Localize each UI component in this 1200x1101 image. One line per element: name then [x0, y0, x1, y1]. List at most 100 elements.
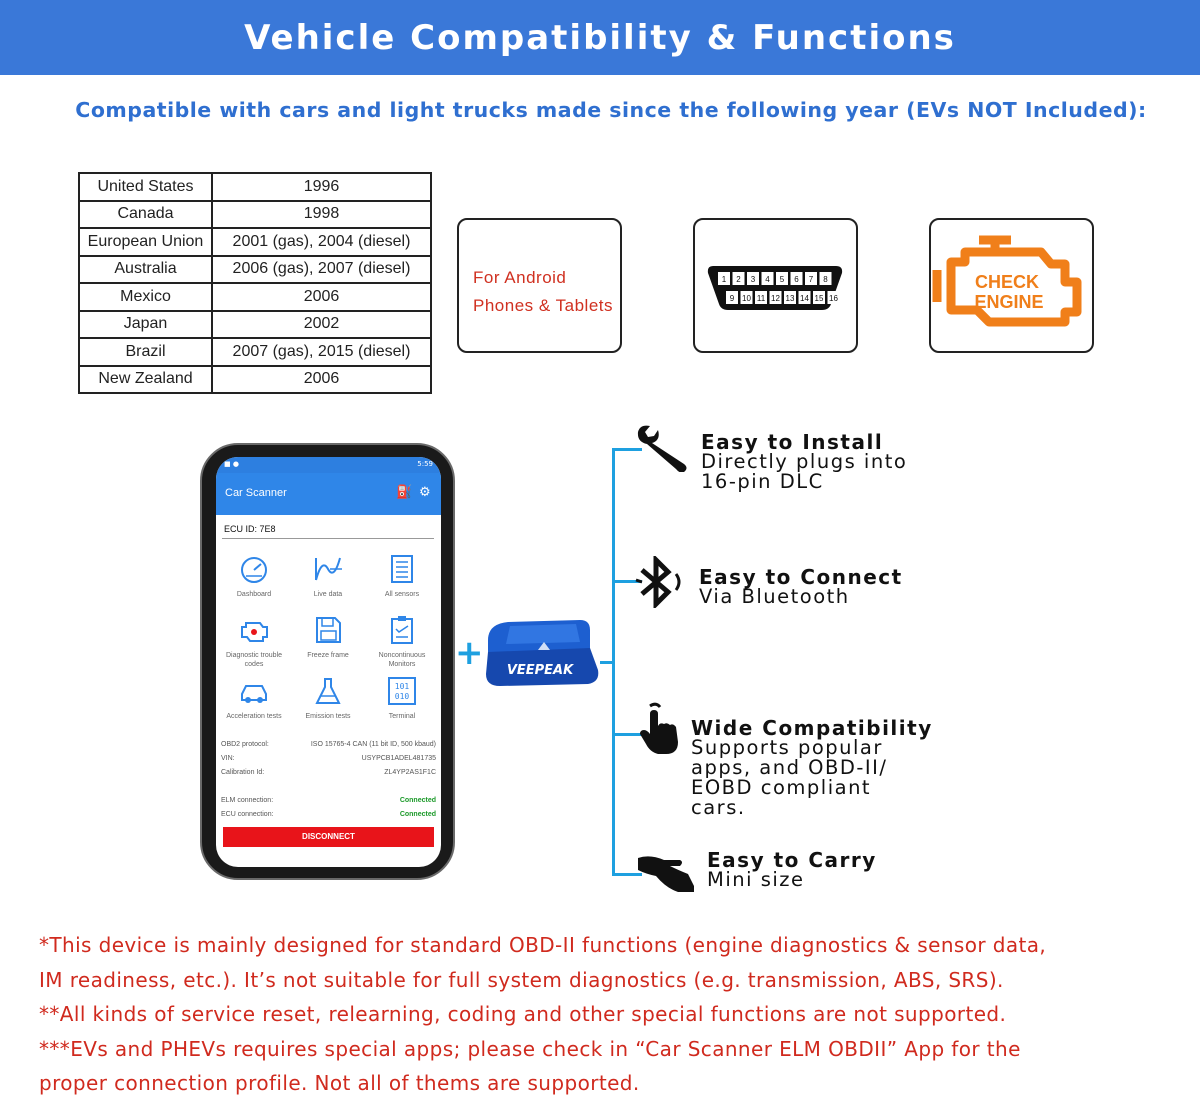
feature-desc: apps, and OBD-II/	[691, 756, 888, 779]
feature-title: Wide Compatibility	[691, 716, 933, 740]
obd-pin-number: 2	[736, 275, 741, 284]
hand-tap-icon	[640, 702, 678, 754]
obd-pin	[775, 271, 788, 285]
obd-pin-number: 12	[771, 294, 780, 303]
disconnect-button[interactable]: DISCONNECT	[223, 827, 434, 847]
obd-pin	[804, 271, 817, 285]
live-data-icon	[315, 557, 342, 581]
phone-mockup: ■ ● 5:59 Car Scanner ⛽ ⚙ ECU ID: 7E8 Das…	[200, 443, 455, 880]
note-line: **All kinds of service reset, relearning…	[39, 1002, 1007, 1026]
region-cell: Canada	[78, 199, 213, 229]
obd-pin-number: 11	[756, 294, 765, 303]
obd-pin	[827, 290, 839, 304]
check-engine-box: CHECK ENGINE	[929, 218, 1094, 353]
obd-dongle-image: VEEPEAK	[486, 620, 599, 686]
clipboard-icon	[391, 616, 413, 644]
obd-pin	[717, 271, 730, 285]
app-title: Car Scanner	[225, 487, 287, 499]
region-cell: Brazil	[78, 337, 213, 367]
feature-easy-install: Easy to Install Directly plugs into 16-p…	[701, 432, 907, 492]
connector-line	[600, 661, 614, 664]
feature-desc: Mini size	[707, 868, 805, 891]
region-cell: Mexico	[78, 282, 213, 312]
note-line: proper connection profile. Not all of th…	[39, 1071, 640, 1095]
feature-easy-connect: Easy to Connect Via Bluetooth	[699, 567, 903, 607]
feature-desc: cars.	[691, 796, 746, 819]
tile-label: Dashboard	[236, 591, 272, 598]
settings-gear-icon[interactable]: ⚙	[419, 485, 431, 500]
tile-dashboard[interactable]: Dashboard	[219, 554, 289, 599]
obd-pin	[790, 271, 802, 285]
android-text: For Android Phones & Tablets	[473, 264, 613, 320]
year-cell: 1996	[211, 172, 432, 202]
obd-pin	[740, 290, 752, 304]
feature-desc: Via Bluetooth	[699, 585, 850, 608]
obd-pin	[746, 271, 759, 285]
tile-label: Terminal	[388, 713, 416, 720]
feature-title: Easy to Connect	[699, 565, 903, 589]
feature-wide-compatibility: Wide Compatibility Supports popular apps…	[691, 718, 933, 818]
android-line-1: For Android	[473, 268, 567, 287]
status-icons: ■ ●	[224, 460, 239, 468]
branch-line	[612, 580, 642, 583]
tile-emission-tests[interactable]: Emission tests	[293, 676, 363, 721]
obd-pin	[761, 271, 773, 285]
floppy-icon	[316, 617, 341, 643]
svg-text:010: 010	[395, 692, 410, 701]
tile-all-sensors[interactable]: All sensors	[367, 554, 437, 599]
plus-icon: +	[455, 633, 484, 673]
year-cell: 2006 (gas), 2007 (diesel)	[211, 254, 432, 284]
tile-live-data[interactable]: Live data	[293, 554, 363, 599]
region-cell: New Zealand	[78, 364, 213, 394]
svg-text:101: 101	[395, 682, 410, 691]
obd-pin-number: 3	[750, 275, 755, 284]
title-banner: Vehicle Compatibility & Functions	[0, 0, 1200, 75]
feature-desc: EOBD compliant	[691, 776, 872, 799]
divider	[222, 538, 434, 539]
tile-diagnostic-codes[interactable]: Diagnostic trouble codes	[219, 615, 289, 669]
obd-pin-number: 6	[794, 275, 799, 284]
tile-noncontinuous-monitors[interactable]: Noncontinuous Monitors	[367, 615, 437, 669]
obd-pin-number: 7	[808, 275, 813, 284]
car-icon	[241, 685, 267, 703]
obd-pin-number: 1	[721, 275, 726, 284]
obd-pin	[732, 271, 744, 285]
obd-pin-number: 13	[785, 294, 794, 303]
obd-pin	[783, 290, 796, 304]
branch-line	[612, 733, 642, 736]
tile-label: All sensors	[384, 591, 420, 598]
obd-pin	[754, 290, 767, 304]
feature-desc: Directly plugs into	[701, 450, 908, 473]
note-line: ***EVs and PHEVs requires special apps; …	[39, 1036, 1021, 1061]
tile-label: Acceleration tests	[226, 713, 282, 720]
android-line-2: Phones & Tablets	[473, 296, 613, 315]
year-cell: 2001 (gas), 2004 (diesel)	[211, 227, 432, 257]
year-cell: 1998	[211, 199, 432, 229]
phone-screen: ■ ● 5:59 Car Scanner ⛽ ⚙ ECU ID: 7E8 Das…	[216, 457, 441, 867]
page-title: Vehicle Compatibility & Functions	[244, 17, 956, 58]
region-cell: United States	[78, 172, 213, 202]
check-text: CHECK	[974, 272, 1038, 292]
hand-icon	[638, 856, 694, 892]
status-time: 5:59	[417, 460, 433, 468]
check-engine-icon: CHECK ENGINE	[932, 235, 1081, 326]
feature-tree-line	[612, 448, 615, 876]
engine-text: ENGINE	[974, 292, 1043, 312]
dongle-brand: VEEPEAK	[507, 663, 574, 678]
feature-desc: 16-pin DLC	[701, 470, 824, 493]
obd-pin	[798, 290, 810, 304]
engine-icon	[241, 622, 268, 642]
feature-desc: Supports popular	[691, 736, 883, 759]
fuel-icon[interactable]: ⛽	[396, 485, 413, 500]
tile-acceleration-tests[interactable]: Acceleration tests	[219, 676, 289, 721]
obd-pin-number: 16	[829, 294, 838, 303]
obd-pin-number: 4	[765, 275, 770, 284]
tile-freeze-frame[interactable]: Freeze frame	[293, 615, 363, 660]
